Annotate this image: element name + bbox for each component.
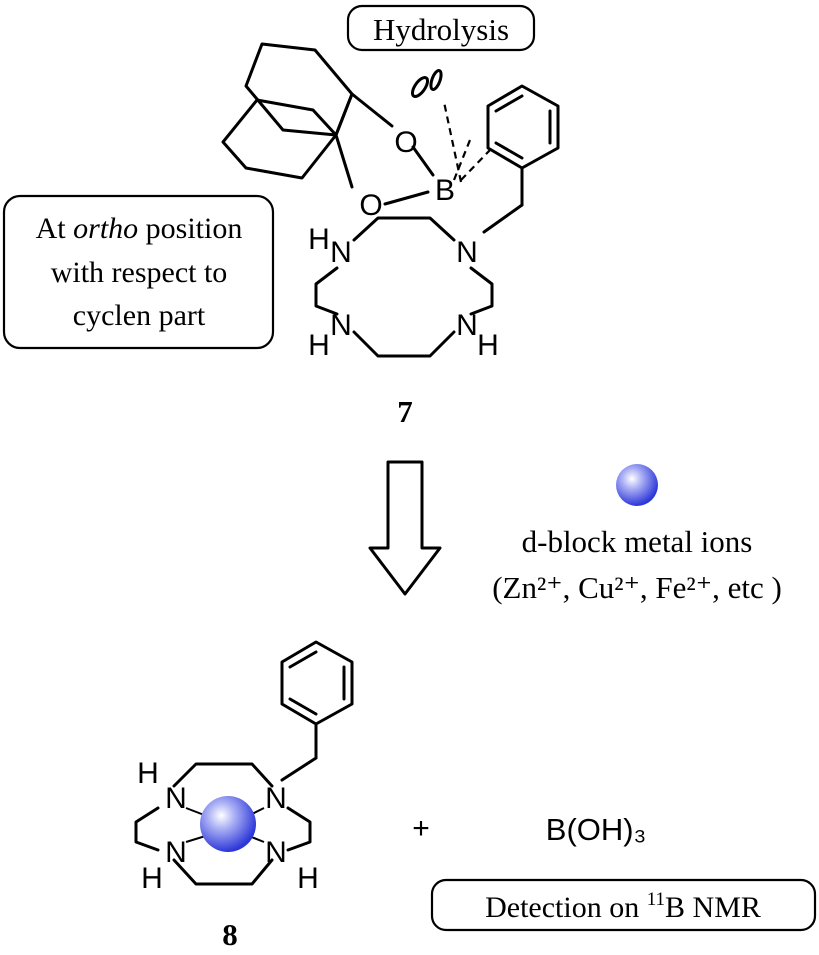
cyclohexane-ring-2	[221, 98, 338, 180]
atom-N-1: N	[330, 236, 352, 269]
cyclohexane-ring-1	[244, 42, 354, 137]
cyclen-ring-7: N H N N H N H	[308, 216, 499, 362]
chelated-metal-ion-sphere	[200, 796, 256, 852]
ortho-note-line-1: At ortho position	[36, 212, 243, 245]
reaction-arrow	[368, 460, 442, 596]
benzene-ring-8	[280, 640, 354, 726]
orbital-lobe-1	[410, 76, 430, 98]
atom-N-2: N	[456, 236, 478, 269]
compound-7-label: 7	[397, 394, 413, 429]
metal-ions-list: (Zn²⁺, Cu²⁺, Fe²⁺, etc )	[492, 570, 782, 605]
atom-O-1: O	[394, 126, 417, 159]
atom-O-2: O	[359, 189, 382, 222]
hydrolysis-callout: Hydrolysis	[346, 4, 536, 52]
plus-sign: +	[412, 812, 430, 845]
atom-H-8-4: H	[297, 862, 319, 895]
atom-N-8-2: N	[265, 782, 287, 815]
hydrolysis-label: Hydrolysis	[373, 12, 509, 47]
atom-N-8-1: N	[165, 782, 187, 815]
metal-ion-sphere	[616, 464, 658, 506]
benzene-ring-7	[486, 84, 560, 170]
detection-label: Detection on 11B NMR	[485, 889, 761, 924]
atom-N-3: N	[330, 309, 352, 342]
compound-7-structure: O B O N H N N H N H	[221, 42, 560, 429]
atom-H-8-1: H	[137, 757, 159, 790]
compound-8-label: 8	[222, 917, 238, 952]
atom-B: B	[435, 174, 455, 207]
atom-N-4: N	[456, 309, 478, 342]
atom-H-1: H	[308, 223, 330, 256]
ortho-note-line-2: with respect to	[51, 256, 228, 289]
ortho-position-callout: At ortho position with respect to cyclen…	[2, 194, 275, 350]
atom-H-4: H	[477, 329, 499, 362]
ortho-note-line-3: cyclen part	[73, 299, 206, 332]
atom-H-8-3: H	[141, 862, 163, 895]
orbital-lobe-2	[429, 69, 443, 91]
atom-N-8-3: N	[165, 836, 187, 869]
atom-N-8-4: N	[265, 836, 287, 869]
atom-H-3: H	[308, 329, 330, 362]
metal-ions-title: d-block metal ions	[522, 524, 753, 559]
detection-callout: Detection on 11B NMR	[430, 878, 817, 932]
boric-acid-label: B(OH)₃	[546, 812, 646, 847]
compound-8-structure: N H N N H N H 8	[134, 640, 354, 952]
